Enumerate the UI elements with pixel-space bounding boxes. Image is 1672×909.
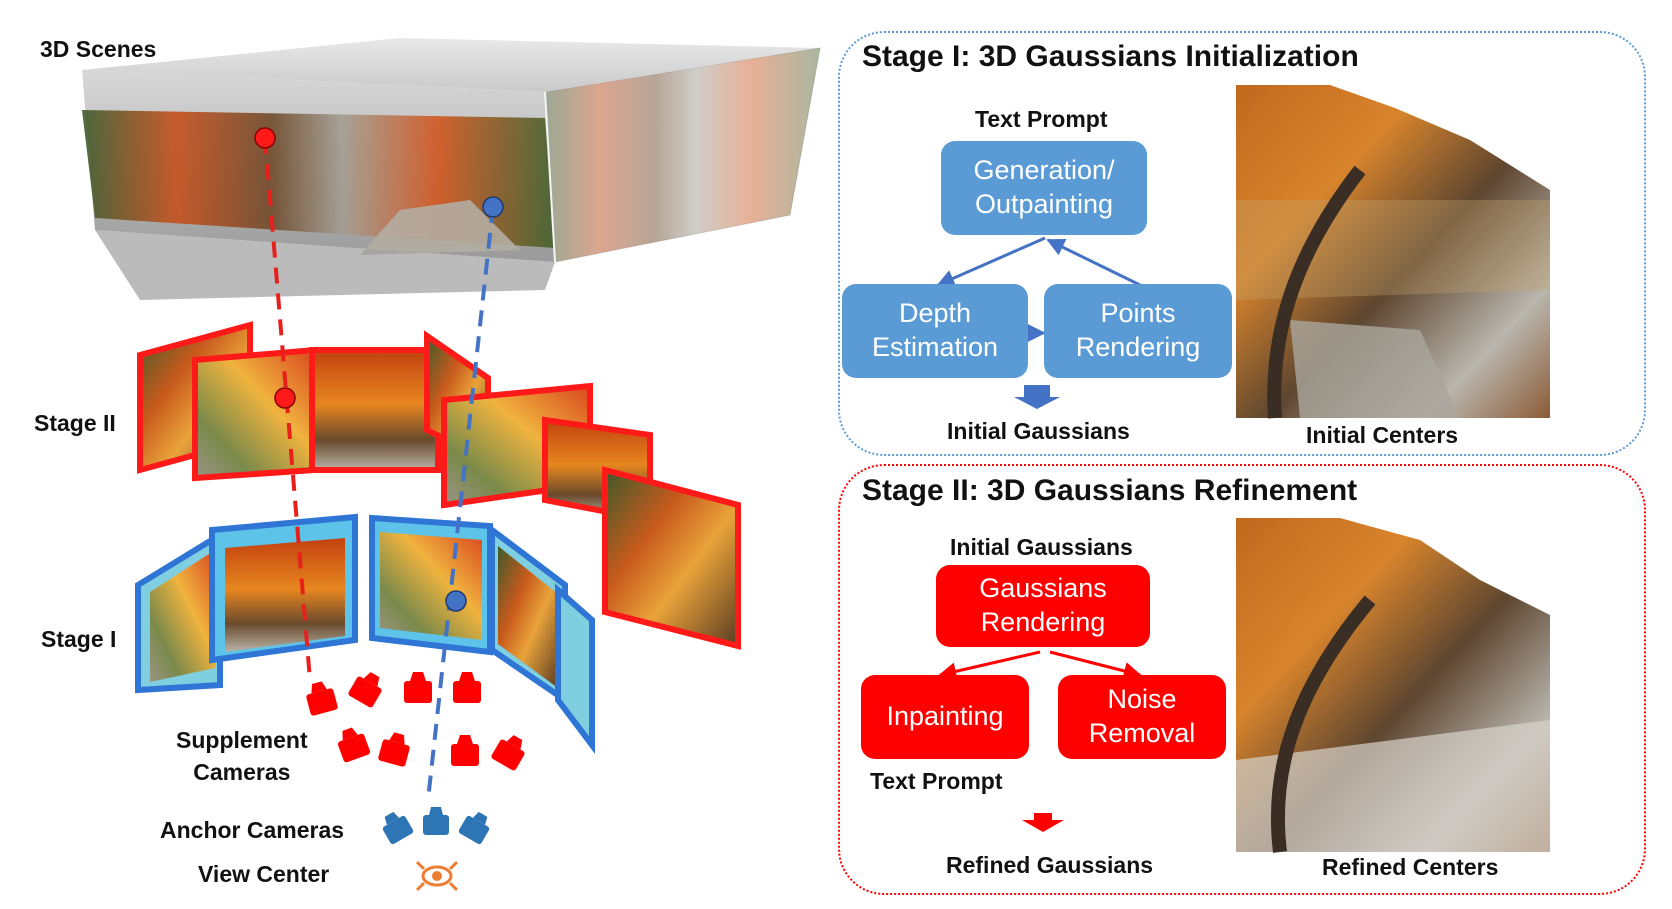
refined-gaussians-output: Refined Gaussians <box>946 852 1154 878</box>
view-center-label: View Center <box>198 861 330 887</box>
camera-icon <box>423 807 449 835</box>
stage1-title: Stage I: 3D Gaussians Initialization <box>862 40 1359 73</box>
scene-point-blue <box>482 196 504 218</box>
generation-outpainting-box: Generation/ Outpainting <box>941 141 1147 235</box>
camera-icon <box>453 672 481 703</box>
stage2-title: Stage II: 3D Gaussians Refinement <box>862 474 1358 507</box>
initial-gaussians-output: Initial Gaussians <box>947 418 1130 444</box>
scene-point-red <box>254 127 276 149</box>
depth-estimation-box: Depth Estimation <box>842 284 1028 378</box>
inpainting-box: Inpainting <box>861 675 1029 759</box>
camera-icon <box>378 732 410 767</box>
stage2-input-label: Initial Gaussians <box>950 534 1133 560</box>
camera-icon <box>337 727 371 763</box>
view-point-red <box>274 387 296 409</box>
camera-icon <box>458 811 490 845</box>
camera-icon <box>404 672 432 703</box>
scene-box <box>82 38 821 300</box>
anchor-cameras <box>382 807 490 845</box>
scene-label: 3D Scenes <box>40 36 157 62</box>
stage2-flow-arrows <box>938 650 1142 832</box>
down-arrow-icon <box>1022 813 1064 832</box>
stage2-text-prompt: Text Prompt <box>870 768 1003 794</box>
camera-icon <box>306 681 338 716</box>
camera-icon <box>348 672 382 708</box>
stage1-views <box>135 513 595 754</box>
points-rendering-box: Points Rendering <box>1044 284 1232 378</box>
initial-centers-caption: Initial Centers <box>1306 422 1459 448</box>
stage2-label: Stage II <box>34 410 116 436</box>
view-point-blue <box>445 590 467 612</box>
gaussians-rendering-box: Gaussians Rendering <box>936 565 1150 647</box>
down-arrow-icon <box>1014 385 1060 409</box>
supplement-cameras-label: Supplement Cameras <box>176 727 308 786</box>
stage1-flow-arrows <box>936 236 1141 409</box>
camera-icon <box>382 811 414 845</box>
anchor-cameras-label: Anchor Cameras <box>160 817 345 843</box>
refined-centers-image <box>1236 518 1550 853</box>
stage1-text-prompt: Text Prompt <box>975 106 1108 132</box>
camera-icon <box>451 735 479 766</box>
refined-centers-caption: Refined Centers <box>1322 854 1499 880</box>
stage1-label: Stage I <box>41 626 117 652</box>
supplement-cameras <box>306 672 525 771</box>
camera-rays <box>254 127 504 801</box>
eye-target-icon <box>415 860 459 892</box>
stage1-panel <box>838 31 1646 456</box>
initial-centers-image <box>1236 85 1550 419</box>
camera-icon <box>491 735 525 771</box>
stage2-panel <box>838 464 1646 895</box>
noise-removal-box: Noise Removal <box>1058 675 1226 759</box>
